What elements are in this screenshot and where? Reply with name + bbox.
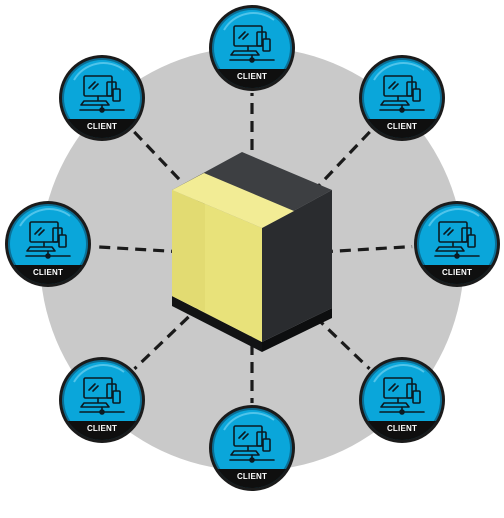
client-node: CLIENT <box>59 357 145 443</box>
client-highlight <box>373 364 425 383</box>
client-node: CLIENT <box>359 357 445 443</box>
client-highlight <box>19 208 71 227</box>
devices-icon <box>379 377 425 415</box>
server-front-shade <box>172 190 205 312</box>
client-disc <box>364 60 440 136</box>
client-node: CLIENT <box>209 405 295 491</box>
client-disc <box>214 410 290 486</box>
client-highlight <box>73 62 125 81</box>
connector-line <box>301 303 371 370</box>
client-label: CLIENT <box>387 122 417 131</box>
client-node: CLIENT <box>5 201 91 287</box>
client-disc <box>64 362 140 438</box>
devices-icon <box>79 377 125 415</box>
devices-icon <box>379 75 425 113</box>
devices-icon <box>25 221 71 259</box>
server-base <box>172 296 262 352</box>
server-base-side <box>262 308 332 352</box>
client-label: CLIENT <box>237 72 267 81</box>
client-node: CLIENT <box>414 201 500 287</box>
client-label: CLIENT <box>442 268 472 277</box>
client-node: CLIENT <box>59 55 145 141</box>
client-disc <box>10 206 86 282</box>
client-highlight <box>73 364 125 383</box>
client-disc <box>214 10 290 86</box>
client-highlight <box>428 208 480 227</box>
devices-icon <box>434 221 480 259</box>
client-highlight <box>223 12 275 31</box>
client-label: CLIENT <box>237 472 267 481</box>
connector-line <box>92 245 183 254</box>
server-top-accent <box>172 173 294 228</box>
client-node: CLIENT <box>359 55 445 141</box>
client-label: CLIENT <box>87 122 117 131</box>
client-disc <box>64 60 140 136</box>
devices-icon <box>79 75 125 113</box>
server-top <box>172 152 332 228</box>
client-label: CLIENT <box>387 424 417 433</box>
client-highlight <box>373 62 425 81</box>
server-cube-icon <box>172 152 332 352</box>
connector-line <box>321 245 413 254</box>
client-label: CLIENT <box>87 424 117 433</box>
client-node: CLIENT <box>209 5 295 91</box>
client-disc <box>419 206 495 282</box>
client-highlight <box>223 412 275 431</box>
devices-icon <box>229 425 275 463</box>
connectors <box>92 93 413 403</box>
server-side <box>262 190 332 342</box>
devices-icon <box>229 25 275 63</box>
client-label: CLIENT <box>33 268 63 277</box>
clients: CLIENT CLIENT CLIENT CLIENT CLIENT CLIENT CLIE… <box>5 5 500 491</box>
connector-line <box>133 303 203 370</box>
client-disc <box>364 362 440 438</box>
